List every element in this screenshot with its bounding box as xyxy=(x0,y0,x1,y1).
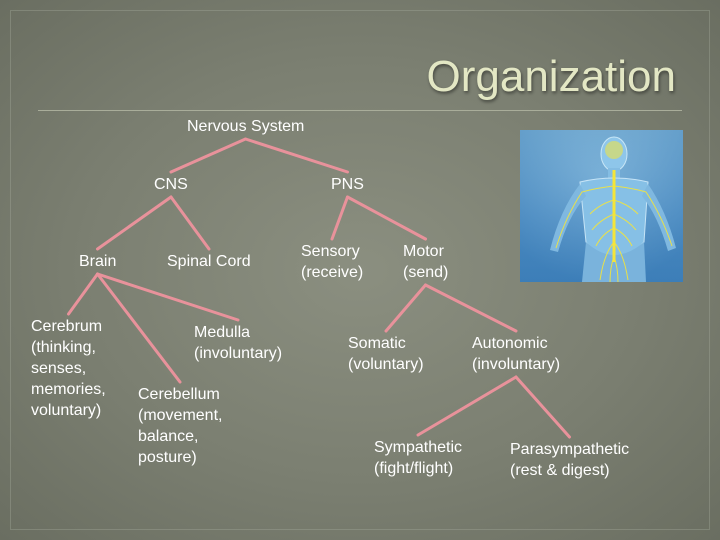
connector-autonomic-to-sympathetic xyxy=(416,375,518,437)
node-medulla: Medulla (involuntary) xyxy=(194,324,283,362)
node-sympathetic: Sympathetic (fight/flight) xyxy=(374,439,463,477)
connector-brain-to-cerebrum xyxy=(67,272,99,316)
node-brain: Brain xyxy=(79,253,117,270)
slide-title: Organization xyxy=(426,52,676,101)
nervous-system-figure xyxy=(520,130,683,282)
node-somatic: Somatic (voluntary) xyxy=(348,335,424,373)
node-cerebellum: Cerebellum (movement, balance, posture) xyxy=(138,386,223,466)
node-sensory: Sensory (receive) xyxy=(301,243,364,281)
node-spinal-cord: Spinal Cord xyxy=(167,253,251,270)
title-divider xyxy=(38,110,682,111)
connector-brain-to-cerebellum xyxy=(96,272,182,384)
node-cerebrum: Cerebrum (thinking, senses, memories, vo… xyxy=(31,318,106,419)
connector-motor-to-autonomic xyxy=(424,283,518,333)
node-parasympathetic: Parasympathetic (rest & digest) xyxy=(510,441,630,479)
connector-motor-to-somatic xyxy=(384,283,427,333)
human-back-illustration xyxy=(520,130,683,282)
connector-nervous_system-to-cns xyxy=(169,137,247,174)
node-cns: CNS xyxy=(154,176,188,193)
connector-autonomic-to-parasympathetic xyxy=(514,375,571,439)
connector-cns-to-brain xyxy=(96,195,173,251)
node-nervous-system: Nervous System xyxy=(187,118,305,135)
slide-frame xyxy=(10,10,710,530)
connector-brain-to-medulla xyxy=(96,272,240,322)
connector-cns-to-spinal_cord xyxy=(169,195,211,251)
connector-pns-to-motor xyxy=(346,195,427,241)
connector-pns-to-sensory xyxy=(330,195,349,241)
node-motor: Motor (send) xyxy=(403,243,449,281)
node-autonomic: Autonomic (involuntary) xyxy=(472,335,561,373)
connector-nervous_system-to-pns xyxy=(244,137,349,174)
node-pns: PNS xyxy=(331,176,364,193)
